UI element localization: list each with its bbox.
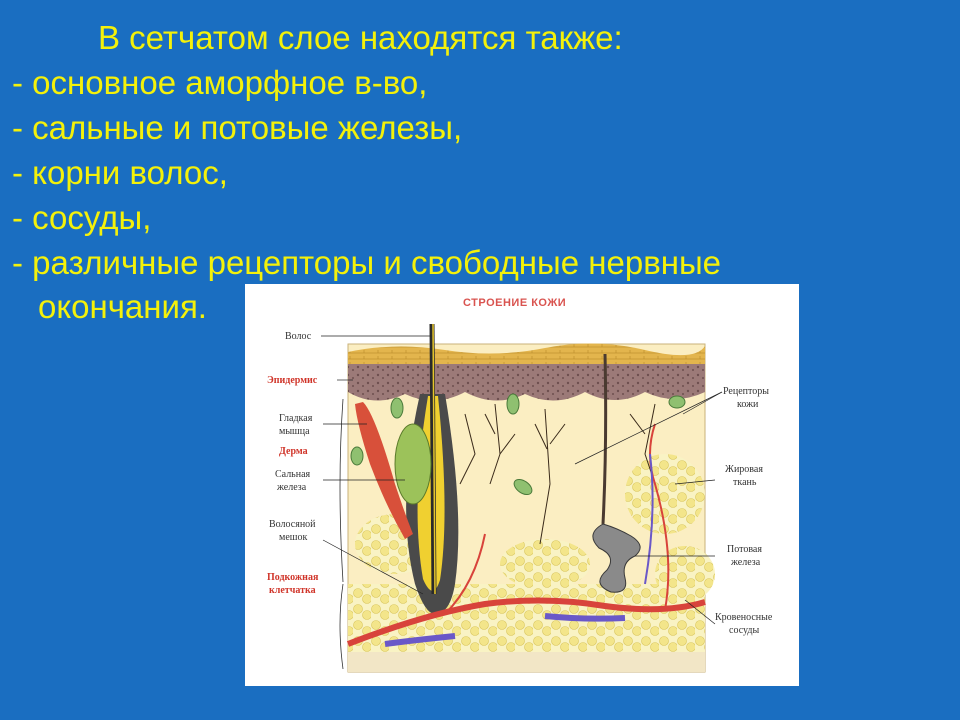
label-smooth-muscle-1: Гладкая (279, 413, 313, 424)
label-sebaceous-1: Сальная (275, 469, 311, 480)
bullet-hair-roots: - корни волос, (12, 154, 228, 191)
hair-follicle (406, 323, 459, 614)
label-fat-1: Жировая (725, 464, 763, 475)
slide-heading: В сетчатом слое находятся также: (98, 19, 623, 56)
label-vessels-2: сосуды (729, 625, 759, 636)
bullet-glands: - сальные и потовые железы, (12, 109, 463, 146)
label-fat-2: ткань (733, 477, 757, 488)
label-sweat-2: железа (730, 557, 761, 568)
label-receptors-2: кожи (737, 399, 759, 410)
label-follicle-1: Волосяной (269, 519, 316, 530)
label-smooth-muscle-2: мышца (279, 426, 310, 437)
label-dermis: Дерма (279, 446, 308, 457)
sweat-gland (592, 353, 641, 593)
blood-vessels (346, 423, 706, 647)
skin-receptors (350, 393, 686, 496)
sebaceous-gland (394, 423, 432, 505)
label-follicle-2: мешок (279, 532, 307, 543)
leader-lines (321, 335, 723, 625)
smooth-muscle (355, 402, 413, 539)
bullet-receptors: - различные рецепторы и свободные нервны… (12, 244, 722, 281)
label-sebaceous-2: железа (276, 482, 307, 493)
label-subcutis-2: клетчатка (269, 585, 316, 596)
bullet-vessels: - сосуды, (12, 199, 152, 236)
label-hair: Волос (285, 331, 312, 342)
skin-structure-figure: СТРОЕНИЕ КОЖИ (245, 284, 799, 686)
label-subcutis-1: Подкожная (267, 572, 319, 583)
figure-title: СТРОЕНИЕ КОЖИ (463, 297, 566, 309)
bullet-amorphous: - основное аморфное в-во, (12, 64, 428, 101)
bullet-endings: окончания. (38, 288, 207, 325)
label-epidermis: Эпидермис (267, 375, 318, 386)
label-sweat-1: Потовая (727, 544, 762, 555)
label-brackets (339, 398, 344, 670)
label-receptors-1: Рецепторы (723, 386, 769, 397)
label-vessels-1: Кровеносные (715, 612, 773, 623)
nerve-endings (459, 403, 656, 545)
skin-structure-diagram: СТРОЕНИЕ КОЖИ (267, 297, 773, 673)
